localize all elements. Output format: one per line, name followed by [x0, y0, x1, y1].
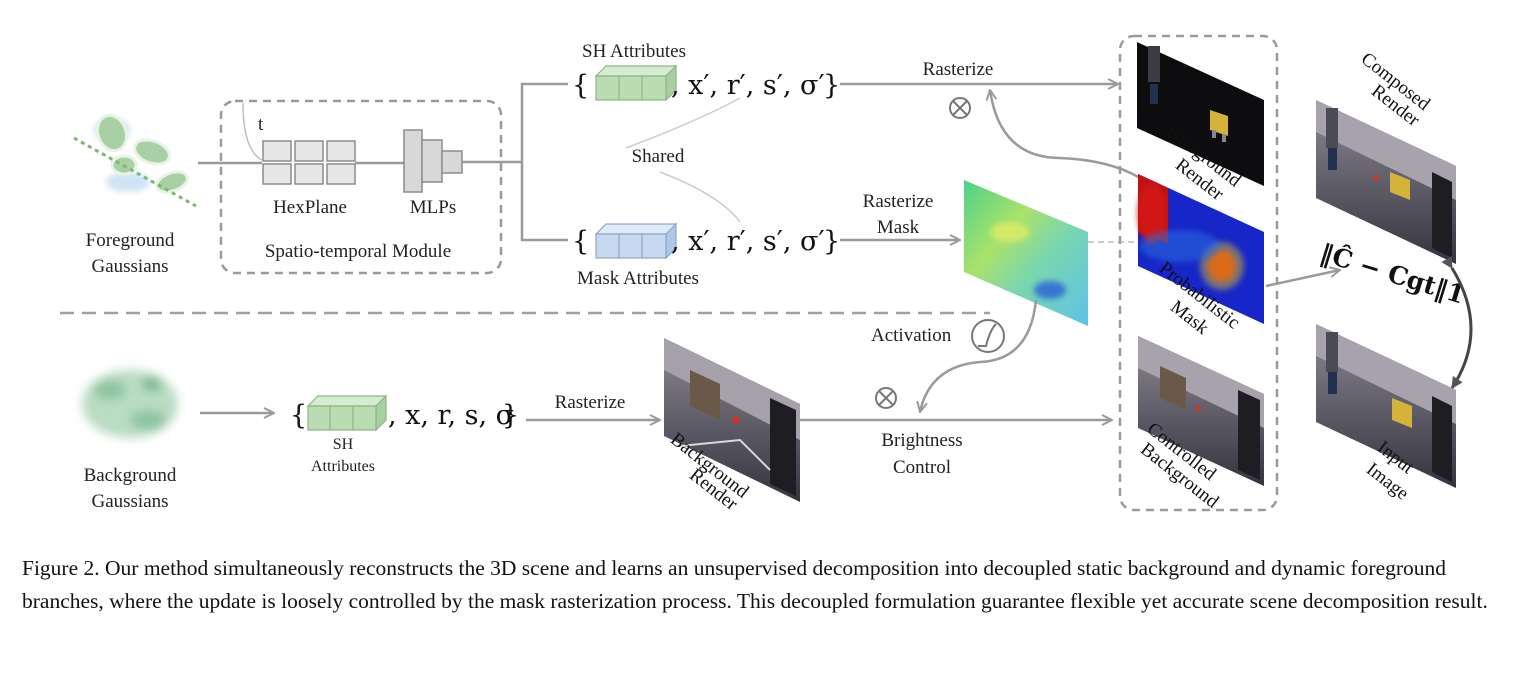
brace-open-bg: {: [290, 400, 307, 431]
background-gaussians-label-2: Gaussians: [91, 491, 168, 512]
foreground-gaussians-label: Foreground: [86, 230, 175, 251]
sh-attributes-bg-label-2: Attributes: [311, 458, 375, 475]
background-render-image: [664, 338, 800, 502]
sh-attribute-blocks-top: [594, 64, 678, 102]
background-gaussians-label: Background: [84, 465, 177, 486]
activation-label: Activation: [871, 325, 952, 346]
rasterize-top-label: Rasterize: [923, 59, 994, 80]
bg-attrs: , x, r, s, σ: [388, 400, 514, 431]
branch-to-sh: [462, 82, 568, 164]
mask-attribute-blocks: [594, 222, 678, 260]
branch-to-mask: [520, 162, 568, 242]
brace-open-top: {: [572, 70, 589, 101]
hexplane-grid-icon: [262, 140, 356, 185]
mask-attrs: , x′, r′, s′, σ′: [671, 226, 825, 257]
t-label: t: [258, 114, 264, 135]
rasterize-bg-label: Rasterize: [555, 392, 626, 413]
spatio-temporal-module-box: [219, 99, 503, 275]
brightness-control-label-2: Control: [893, 457, 951, 478]
composed-render-image: [1316, 100, 1456, 264]
foreground-gaussians-label-2: Gaussians: [91, 256, 168, 277]
brace-close-mask: }: [823, 226, 840, 257]
input-image: [1316, 324, 1456, 488]
spatio-temporal-module-label: Spatio-temporal Module: [265, 241, 451, 262]
shared-label: Shared: [632, 146, 685, 167]
raw-mask-image: [964, 180, 1088, 326]
figure-caption: Figure 2. Our method simultaneously reco…: [22, 556, 1488, 613]
sh-attributes-top-label: SH Attributes: [582, 41, 686, 62]
foreground-render-image: [1137, 42, 1264, 186]
brightness-control-label: Brightness: [881, 430, 962, 451]
brace-close-top: }: [823, 70, 840, 101]
multiply-circle-icon: [949, 97, 971, 119]
rasterize-mask-label-2: Mask: [877, 217, 920, 238]
mask-to-fg-multiply-arrow: [990, 90, 1141, 180]
rasterize-mask-label: Rasterize: [863, 191, 934, 212]
mlp-icon: [403, 129, 463, 193]
method-diagram: Foreground Gaussians t HexPlane MLPs Spa…: [60, 34, 1473, 515]
activation-arrow: [920, 299, 1038, 412]
shared-curve-top: [625, 97, 741, 149]
probabilistic-mask-image: [1138, 174, 1264, 324]
multiply-circle-icon: [875, 387, 897, 409]
hexplane-label: HexPlane: [273, 197, 347, 218]
outputs-to-loss-arrow: [1265, 270, 1340, 288]
shared-curve-bottom: [659, 171, 741, 223]
controlled-background-image: [1138, 336, 1264, 486]
brace-close-bg: }: [502, 400, 519, 431]
foreground-gaussians-icon: [73, 113, 197, 208]
sh-attributes-bg-label: SH: [333, 436, 354, 453]
mlps-label: MLPs: [410, 197, 456, 218]
comparison-double-arrow: [1441, 255, 1473, 389]
sh-attribute-blocks-bg: [306, 394, 388, 432]
background-gaussians-icon: [82, 370, 178, 438]
brace-open-mask: {: [572, 226, 589, 257]
mask-attributes-label: Mask Attributes: [577, 268, 699, 289]
fg-sh-attrs: , x′, r′, s′, σ′: [671, 70, 825, 101]
t-curve: [242, 102, 263, 161]
activation-icon: [971, 319, 1005, 353]
